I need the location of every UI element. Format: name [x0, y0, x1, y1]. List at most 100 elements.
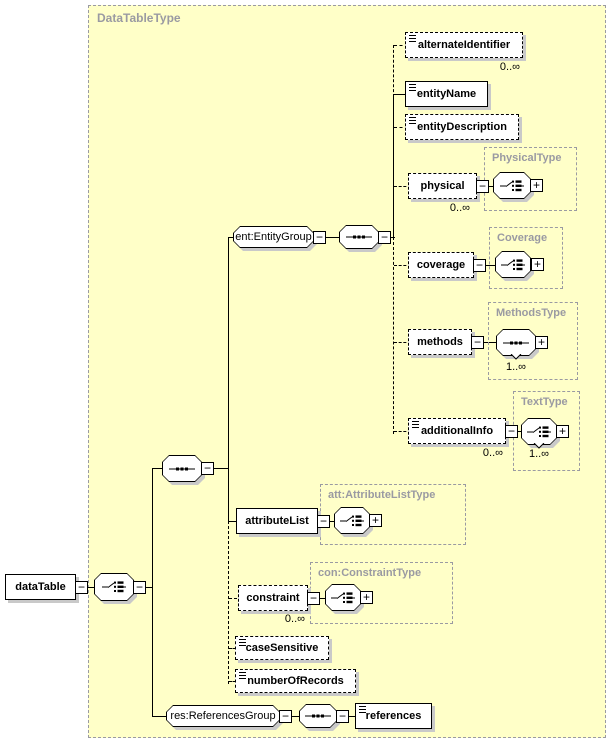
sequence-compositor[interactable]	[299, 704, 337, 728]
element-label: coverage	[416, 259, 466, 271]
element-physical[interactable]: physical	[408, 173, 477, 199]
element-label: dataTable	[15, 581, 66, 593]
connector-line	[394, 431, 411, 432]
coverage-collapse-button[interactable]: −	[473, 259, 486, 272]
occurrence-label: 1..∞	[505, 361, 527, 373]
connector-line	[394, 94, 405, 95]
choice-collapse-button[interactable]: −	[133, 581, 146, 594]
sequence-compositor[interactable]	[496, 329, 536, 356]
connector-line	[86, 587, 95, 588]
methods-collapse-button[interactable]: −	[471, 336, 484, 349]
attributelist-collapse-button[interactable]: −	[317, 515, 330, 528]
sequence-compositor[interactable]	[162, 455, 202, 482]
element-entitydescription[interactable]: entityDescription	[405, 114, 519, 140]
connector-line	[393, 45, 394, 97]
element-label: alternateIdentifier	[417, 39, 511, 51]
octagon-fill	[234, 227, 313, 247]
element-label: entityName	[416, 88, 477, 100]
connector-line	[152, 468, 163, 469]
choice-compositor[interactable]	[521, 418, 557, 445]
element-label: numberOfRecords	[247, 675, 344, 687]
connector-line	[393, 94, 394, 237]
connector-line	[229, 681, 239, 682]
group-referencesgroup[interactable]: res:ReferencesGroup	[166, 705, 280, 727]
element-label: additionalInfo	[420, 425, 494, 437]
connector-line	[484, 342, 497, 343]
constraint-collapse-button[interactable]: −	[307, 592, 320, 605]
element-additionalinfo[interactable]: additionalInfo	[408, 418, 506, 444]
type-label: TextType	[521, 396, 568, 408]
sequence-collapse-button[interactable]: −	[336, 710, 349, 723]
physical-collapse-button[interactable]: −	[476, 180, 489, 193]
connector-line	[486, 265, 497, 266]
type-label: MethodsType	[496, 307, 567, 319]
element-constraint[interactable]: constraint	[238, 585, 308, 611]
choice-compositor[interactable]	[334, 507, 370, 534]
sequence-collapse-button[interactable]: −	[378, 231, 391, 244]
connector-line	[326, 237, 340, 238]
type-box-physicaltype: PhysicalType	[484, 147, 577, 211]
element-entityname[interactable]: entityName	[405, 81, 488, 107]
element-label: references	[365, 710, 422, 722]
group-label: res:ReferencesGroup	[170, 710, 276, 722]
choice-compositor[interactable]	[495, 251, 531, 278]
sequence-icon	[503, 341, 529, 344]
choice-icon	[340, 514, 364, 526]
element-casesensitive[interactable]: caseSensitive	[235, 636, 329, 660]
occurrence-label: 0..∞	[482, 447, 503, 459]
element-references[interactable]: references	[355, 703, 432, 729]
physicaltype-expand-button[interactable]: +	[530, 179, 543, 192]
element-alternateidentifier[interactable]: alternateIdentifier	[405, 32, 523, 58]
element-content-icon	[409, 117, 416, 125]
choice-icon	[102, 581, 126, 593]
sequence-compositor[interactable]	[339, 225, 379, 249]
methodstype-expand-button[interactable]: +	[535, 336, 548, 349]
referencesgroup-collapse-button[interactable]: −	[279, 710, 292, 723]
element-label: physical	[420, 180, 465, 192]
connector-line	[229, 648, 239, 649]
element-datatable[interactable]: dataTable	[5, 574, 76, 600]
entitygroup-collapse-button[interactable]: −	[313, 231, 326, 244]
constrainttype-expand-button[interactable]: +	[360, 591, 373, 604]
element-label: methods	[417, 336, 463, 348]
element-content-icon	[239, 639, 246, 647]
choice-compositor[interactable]	[493, 172, 531, 199]
texttype-expand-button[interactable]: +	[556, 425, 569, 438]
connector-line	[349, 716, 356, 717]
connector-line	[394, 265, 411, 266]
connector-line	[394, 45, 408, 46]
element-content-icon	[239, 672, 246, 680]
type-box-methodstype: MethodsType	[488, 302, 578, 380]
datatable-collapse-button[interactable]: −	[75, 581, 88, 594]
element-attributelist[interactable]: attributeList	[236, 508, 318, 534]
type-label: att:AttributeListType	[328, 489, 436, 501]
connector-line	[393, 237, 394, 434]
group-entitygroup[interactable]: ent:EntityGroup	[233, 226, 314, 248]
connector-line	[228, 521, 229, 684]
occurrence-label: 0..∞	[499, 61, 520, 73]
element-coverage[interactable]: coverage	[408, 252, 474, 278]
additionalinfo-collapse-button[interactable]: −	[505, 425, 518, 438]
group-label: ent:EntityGroup	[235, 231, 312, 243]
choice-icon	[500, 179, 524, 191]
element-numberofrecords[interactable]: numberOfRecords	[235, 669, 356, 693]
element-methods[interactable]: methods	[408, 329, 472, 355]
connector-line	[146, 587, 153, 588]
choice-compositor[interactable]	[325, 584, 361, 611]
element-content-icon	[359, 706, 366, 714]
type-box-coverage: Coverage	[489, 227, 563, 289]
attributelisttype-expand-button[interactable]: +	[369, 514, 382, 527]
choice-icon	[331, 591, 355, 603]
choice-compositor[interactable]	[94, 573, 134, 601]
connector-line	[228, 237, 234, 238]
coverage-expand-button[interactable]: +	[531, 258, 544, 271]
occurrence-label: 1..∞	[528, 448, 550, 460]
connector-line	[229, 598, 242, 599]
connector-line	[394, 127, 408, 128]
choice-icon	[501, 258, 525, 270]
connector-line	[229, 521, 237, 522]
sequence-icon	[346, 235, 372, 239]
element-label: attributeList	[245, 515, 309, 527]
sequence-collapse-button[interactable]: −	[201, 462, 214, 475]
